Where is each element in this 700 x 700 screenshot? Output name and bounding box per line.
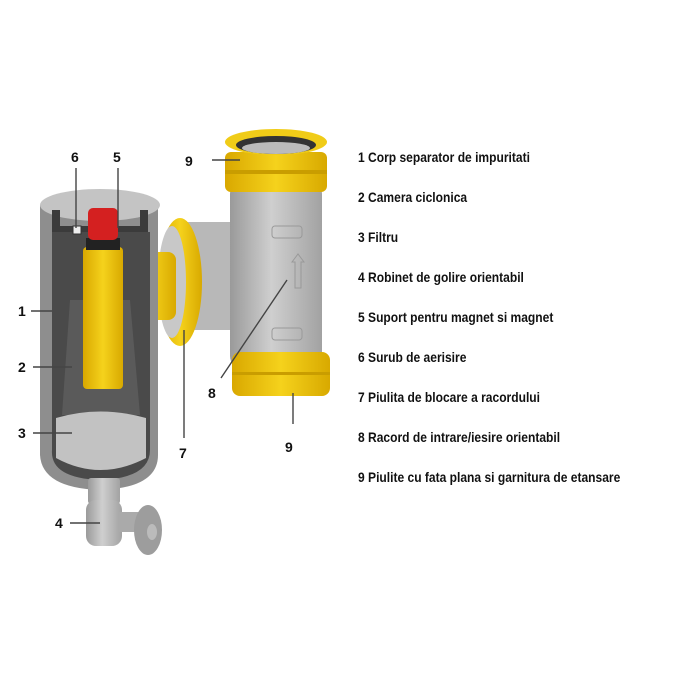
vent-screw (72, 225, 82, 235)
callout-2: 2 (18, 359, 26, 375)
legend-item: 3 Filtru (358, 229, 399, 245)
flow-arrow-icon (291, 253, 305, 289)
bottom-nut (232, 352, 330, 396)
drain-valve (86, 478, 162, 555)
callout-9-top: 9 (185, 153, 193, 169)
magnet-holder (83, 247, 123, 389)
legend-item: 8 Racord de intrare/iesire orientabil (358, 429, 561, 445)
filter (56, 411, 146, 470)
legend-item: 7 Piulita de blocare a racordului (358, 389, 540, 405)
legend-item: 5 Suport pentru magnet si magnet (358, 309, 554, 325)
callout-3: 3 (18, 425, 26, 441)
callout-9-bottom: 9 (285, 439, 293, 455)
callout-8: 8 (208, 385, 216, 401)
leader-lines (31, 159, 294, 524)
legend: 1 Corp separator de impuritati 2 Camera … (358, 147, 663, 507)
top-nut (225, 129, 327, 192)
tee-connector (185, 180, 322, 370)
callout-6: 6 (71, 149, 79, 165)
callout-7: 7 (179, 445, 187, 461)
legend-item: 4 Robinet de golire orientabil (358, 269, 524, 285)
legend-item: 2 Camera ciclonica (358, 189, 468, 205)
callout-5: 5 (113, 149, 121, 165)
magnet-cap (88, 208, 118, 240)
legend-item: 6 Surub de aerisire (358, 349, 467, 365)
legend-item: 9 Piulite cu fata plana si garnitura de … (358, 469, 621, 485)
legend-item: 1 Corp separator de impuritati (358, 149, 530, 165)
callout-4: 4 (55, 515, 63, 531)
callout-1: 1 (18, 303, 26, 319)
separator-body (40, 189, 160, 490)
